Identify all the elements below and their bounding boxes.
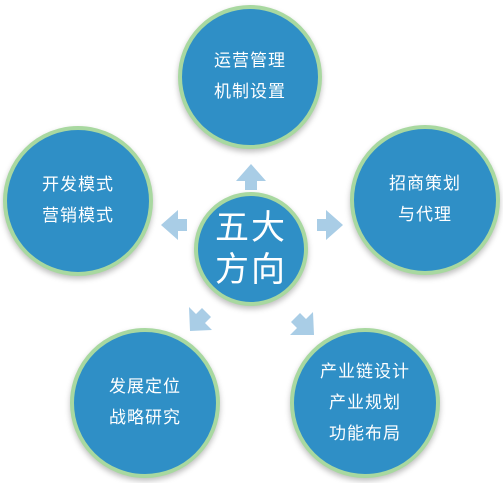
node-bottom-left-line-2: 战略研究 — [109, 408, 181, 428]
node-bottom-right-line-2: 产业规划 — [329, 392, 401, 413]
center-line-2: 方向 — [215, 250, 287, 290]
node-right: 招商策划 与代理 — [350, 125, 500, 275]
node-right-line-1: 招商策划 — [389, 174, 461, 194]
arrow-down-right — [290, 312, 314, 335]
node-right-line-2: 与代理 — [398, 205, 452, 225]
node-bottom-left-line-1: 发展定位 — [109, 377, 181, 397]
node-bottom-right-line-1: 产业链设计 — [320, 361, 410, 382]
node-left-line-1: 开发模式 — [42, 175, 114, 195]
node-left: 开发模式 营销模式 — [3, 126, 153, 276]
node-left-line-2: 营销模式 — [42, 206, 114, 226]
arrow-down-left — [189, 307, 212, 331]
center-node: 五大 方向 — [194, 192, 308, 306]
node-bottom-right-line-3: 功能布局 — [329, 423, 401, 444]
node-bottom-left: 发展定位 战略研究 — [70, 328, 220, 478]
node-top-line-2: 机制设置 — [214, 82, 286, 102]
center-line-1: 五大 — [215, 208, 287, 248]
arrow-right — [317, 210, 343, 240]
node-top-line-1: 运营管理 — [214, 51, 286, 71]
arrow-up — [236, 164, 266, 190]
arrow-left — [161, 210, 187, 240]
node-bottom-right: 产业链设计 产业规划 功能布局 — [290, 328, 440, 478]
node-top: 运营管理 机制设置 — [178, 5, 322, 149]
